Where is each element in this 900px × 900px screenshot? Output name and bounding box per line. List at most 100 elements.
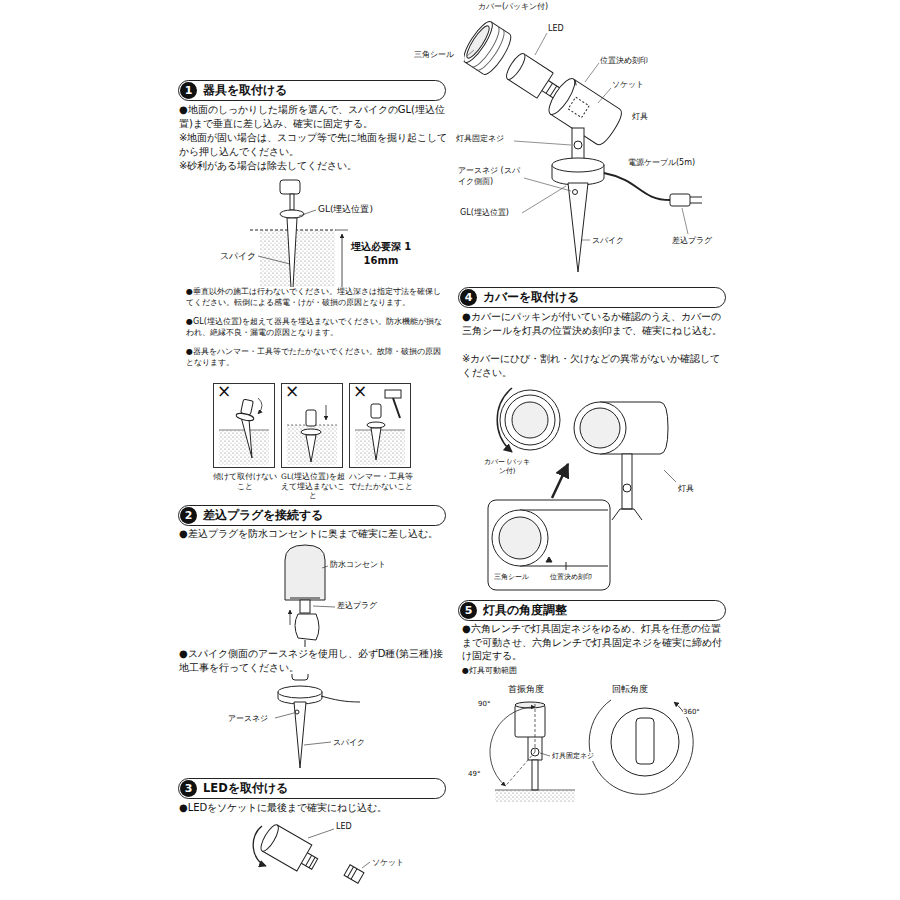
part-label: 位置決め刻印: [600, 56, 660, 67]
outlet-figure: [295, 614, 319, 640]
prohibition-box: ×GL(埋込位置)を超えて埋込まないこと: [281, 383, 343, 468]
led-figure: [348, 867, 357, 879]
install-figure: [280, 180, 300, 194]
step-heading: 3 LEDを取付ける: [178, 778, 446, 799]
led-figure: [344, 865, 364, 883]
power-cable: [604, 173, 670, 200]
leader-lines: [535, 33, 547, 55]
angle-label: 49°: [468, 770, 490, 779]
warning-figures: [371, 428, 381, 460]
step-title: 器具を取付ける: [203, 83, 287, 98]
stand: [572, 128, 584, 160]
warning-figures: [241, 417, 252, 458]
leader-lines: [514, 141, 571, 145]
part-label: LED: [548, 24, 578, 35]
part-label: 灯具: [678, 484, 704, 495]
ground-figure: [275, 713, 294, 718]
cover-part: [463, 23, 492, 60]
caution-text: ●GL(埋込位置)を超えて器具を埋込まないでください。防水機能が損なわれ、絶縁不…: [186, 317, 448, 339]
part-label: GL(埋込位置): [460, 208, 520, 219]
part-label: ソケット: [372, 858, 412, 869]
ground-figure: [294, 702, 306, 768]
warning-figures: [287, 425, 337, 465]
outlet-figure: [300, 600, 310, 613]
step-number: 1: [180, 82, 197, 99]
part-label: カバー(パッキン付): [478, 2, 568, 13]
part-label: スパイク: [220, 250, 258, 262]
cover-figure: [623, 484, 631, 492]
stand: [574, 141, 582, 149]
outlet-figure: [290, 598, 320, 599]
install-figure: [280, 210, 304, 218]
lamp-body: [545, 75, 580, 118]
part-label: GL(埋込位置): [318, 203, 388, 215]
cover-figure: [492, 510, 548, 566]
angle-figure: [540, 753, 550, 756]
step-number: 5: [460, 602, 477, 619]
ground-figure: [278, 686, 322, 698]
part-label: カバー (パッキン付): [482, 458, 532, 477]
step-heading: 4カバーを取付ける: [458, 287, 726, 308]
outlet-figure: [285, 545, 335, 650]
note-text: ※カバーにひび・割れ・欠けなどの異常がないか確認してください。: [462, 352, 724, 379]
install-figure: [299, 210, 316, 216]
part-label: アースネジ (スパイク側面): [458, 166, 522, 188]
outlet-figure: [322, 566, 328, 568]
install-figure: [258, 256, 290, 264]
instruction-text: ●差込プラグを防水コンセントに奥まで確実に差し込む。: [179, 527, 451, 541]
ground-figure: [321, 696, 360, 702]
power-cable: [690, 197, 702, 203]
leader-lines: [467, 50, 474, 56]
instruction-text: ●LEDをソケットに最後まで確実にねじ込む。: [179, 801, 451, 815]
angle-label: 360°: [683, 708, 709, 717]
cover-figure: [612, 509, 642, 520]
part-label: 三角シール: [494, 573, 538, 582]
warning-figures: [219, 430, 269, 465]
cover-figure: [499, 517, 541, 559]
part-label: 防水コンセント: [330, 560, 400, 571]
part-label: 灯具固定ネジ: [552, 752, 602, 761]
prohibition-box: ×ハンマー・工具等でたたかないこと: [349, 383, 411, 468]
step-title: LEDを取付ける: [203, 781, 288, 796]
outlet-figure: [290, 610, 291, 625]
angle-figure: [495, 790, 575, 791]
part-label: アースネジ: [228, 714, 274, 725]
angle-figure: [589, 700, 693, 794]
angle-figure: [636, 718, 654, 764]
leader-lines: [582, 240, 590, 241]
part-label: 電源ケーブル(5m): [628, 158, 708, 169]
leader-lines: [522, 186, 566, 213]
power-cable: [670, 194, 690, 206]
instruction-text: ●スパイク側面のアースネジを使用し、必ずD種(第三種)接地工事を行ってください。: [179, 647, 451, 674]
stand: [552, 158, 604, 172]
part-label: 首振角度: [508, 683, 558, 695]
warning-figures: [371, 404, 381, 418]
cover-figure: [497, 388, 512, 452]
step-heading: 1 器具を取付ける: [178, 80, 446, 101]
led-figure: [301, 853, 317, 869]
stand: [568, 183, 588, 272]
exploded-parts: [459, 18, 627, 150]
led-figure: [344, 865, 364, 883]
note-text: ※地面が固い場合は、スコップ等で先に地面を掘り起こしてから押し込んでください。: [179, 131, 451, 158]
cover-figure: [580, 408, 620, 448]
part-label: スパイク: [333, 738, 373, 749]
led-figure: [258, 823, 322, 877]
angle-label: 90°: [478, 700, 498, 709]
warning-figures: [306, 410, 316, 426]
part-label: 灯具: [632, 112, 656, 123]
leader-lines: [524, 178, 571, 191]
step-number: 3: [180, 780, 197, 797]
cover-figure: [566, 562, 567, 570]
part-label: 差込プラグ: [337, 601, 387, 612]
note-text: ※砂利がある場合は除去してください。: [179, 159, 451, 173]
prohibition-caption: GL(埋込位置)を超えて埋込まないこと: [278, 472, 348, 501]
cover-figure: [500, 390, 560, 450]
led-figure: [253, 826, 266, 866]
prohibition-mark: ×: [285, 383, 299, 400]
step-title: カバーを取付ける: [483, 290, 579, 305]
part-label: 灯具固定ネジ: [456, 134, 512, 145]
leader-lines: [682, 208, 688, 234]
part-label: スパイク: [592, 236, 632, 247]
